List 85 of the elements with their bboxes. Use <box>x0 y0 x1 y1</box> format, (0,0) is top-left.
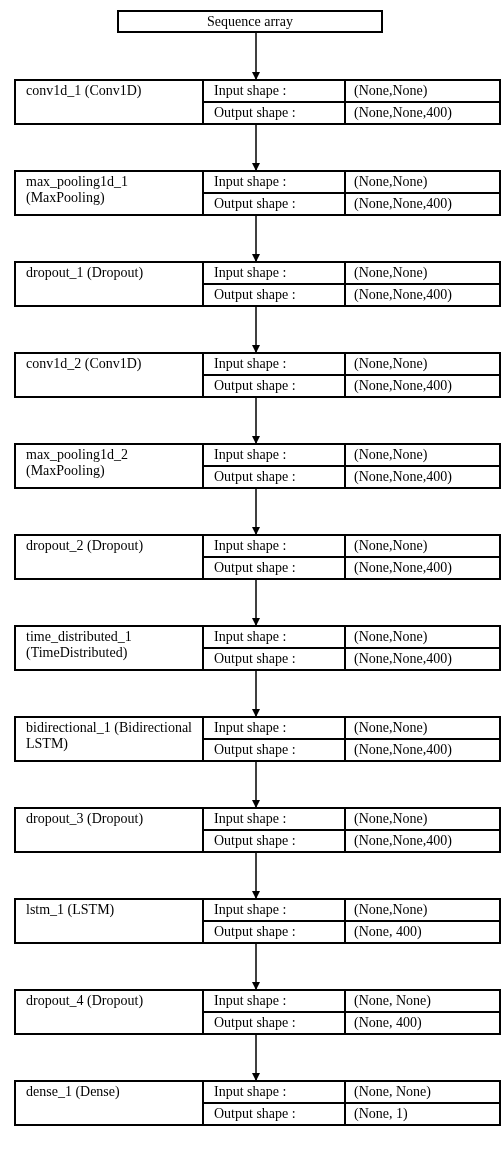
layer-box <box>14 352 501 398</box>
shape-value: (None, None) <box>346 1082 499 1104</box>
arrow <box>252 852 260 899</box>
shape-value: (None,None) <box>346 445 499 467</box>
layer-box <box>14 1080 501 1126</box>
shape-value: (None,None,400) <box>353 104 453 122</box>
arrow <box>252 579 260 626</box>
shape-label: Input shape : <box>204 627 346 649</box>
shape-value: (None,None,400) <box>353 468 453 486</box>
layer-name: lstm_1 (LSTM) <box>16 900 204 942</box>
shape-value: (None, 400) <box>353 923 423 941</box>
shape-label: Output shape : <box>204 558 346 578</box>
shape-label: Output shape : <box>204 103 346 123</box>
shape-label: Output shape : <box>204 740 346 760</box>
shape-value: (None,None,400) <box>353 650 453 668</box>
layer-name: dense_1 (Dense) <box>16 1082 204 1124</box>
shape-value: (None,None) <box>346 809 499 831</box>
shape-label: Input shape : <box>204 81 346 103</box>
arrow <box>252 397 260 444</box>
layer-name: dropout_1 (Dropout) <box>16 263 204 305</box>
layer-box <box>14 79 501 125</box>
layer-box <box>14 807 501 853</box>
arrow <box>252 943 260 990</box>
arrow <box>252 306 260 353</box>
shape-value: (None, None) <box>346 991 499 1013</box>
shape-label: Output shape : <box>204 285 346 305</box>
layer-box <box>14 261 501 307</box>
input-box: Sequence array <box>117 10 383 33</box>
shape-label: Input shape : <box>204 354 346 376</box>
layer-box <box>14 625 501 671</box>
shape-label: Output shape : <box>204 467 346 487</box>
shape-label: Input shape : <box>204 536 346 558</box>
arrow <box>252 1034 260 1081</box>
shape-value: (None,None) <box>346 172 499 194</box>
shape-label: Input shape : <box>204 900 346 922</box>
shape-label: Output shape : <box>204 1104 346 1124</box>
layer-box <box>14 534 501 580</box>
arrow <box>252 670 260 717</box>
shape-label: Input shape : <box>204 991 346 1013</box>
shape-value: (None,None) <box>346 536 499 558</box>
shape-label: Input shape : <box>204 718 346 740</box>
shape-value: (None,None) <box>346 900 499 922</box>
shape-label: Input shape : <box>204 445 346 467</box>
shape-label: Input shape : <box>204 172 346 194</box>
shape-value: (None, 400) <box>353 1014 423 1032</box>
shape-label: Output shape : <box>204 649 346 669</box>
layer-name: max_pooling1d_2 (MaxPooling) <box>16 445 204 487</box>
arrow <box>252 32 260 80</box>
shape-value: (None,None,400) <box>353 741 453 759</box>
shape-value: (None, 1) <box>353 1105 409 1123</box>
layer-box <box>14 989 501 1035</box>
layer-name: dropout_2 (Dropout) <box>16 536 204 578</box>
shape-label: Output shape : <box>204 194 346 214</box>
arrow <box>252 124 260 171</box>
layer-box <box>14 716 501 762</box>
arrow <box>252 488 260 535</box>
layer-name: max_pooling1d_1 (MaxPooling) <box>16 172 204 214</box>
layer-name: dropout_3 (Dropout) <box>16 809 204 851</box>
shape-value: (None,None) <box>346 263 499 285</box>
layer-name: bidirectional_1 (Bidirectional LSTM) <box>16 718 204 760</box>
shape-value: (None,None,400) <box>353 286 453 304</box>
shape-value: (None,None,400) <box>353 559 453 577</box>
shape-value: (None,None) <box>346 627 499 649</box>
layer-name: time_distributed_1 (TimeDistributed) <box>16 627 204 669</box>
shape-label: Output shape : <box>204 1013 346 1033</box>
layer-box <box>14 170 501 216</box>
shape-value: (None,None) <box>346 354 499 376</box>
shape-value: (None,None) <box>346 81 499 103</box>
shape-label: Input shape : <box>204 263 346 285</box>
layer-name: conv1d_1 (Conv1D) <box>16 81 204 123</box>
shape-label: Output shape : <box>204 922 346 942</box>
layer-name: dropout_4 (Dropout) <box>16 991 204 1033</box>
layer-box <box>14 898 501 944</box>
shape-label: Input shape : <box>204 809 346 831</box>
shape-value: (None,None) <box>346 718 499 740</box>
arrow <box>252 215 260 262</box>
shape-value: (None,None,400) <box>353 195 453 213</box>
layer-name: conv1d_2 (Conv1D) <box>16 354 204 396</box>
shape-label: Output shape : <box>204 376 346 396</box>
shape-value: (None,None,400) <box>353 832 453 850</box>
layer-box <box>14 443 501 489</box>
shape-value: (None,None,400) <box>353 377 453 395</box>
shape-label: Output shape : <box>204 831 346 851</box>
shape-label: Input shape : <box>204 1082 346 1104</box>
arrow <box>252 761 260 808</box>
